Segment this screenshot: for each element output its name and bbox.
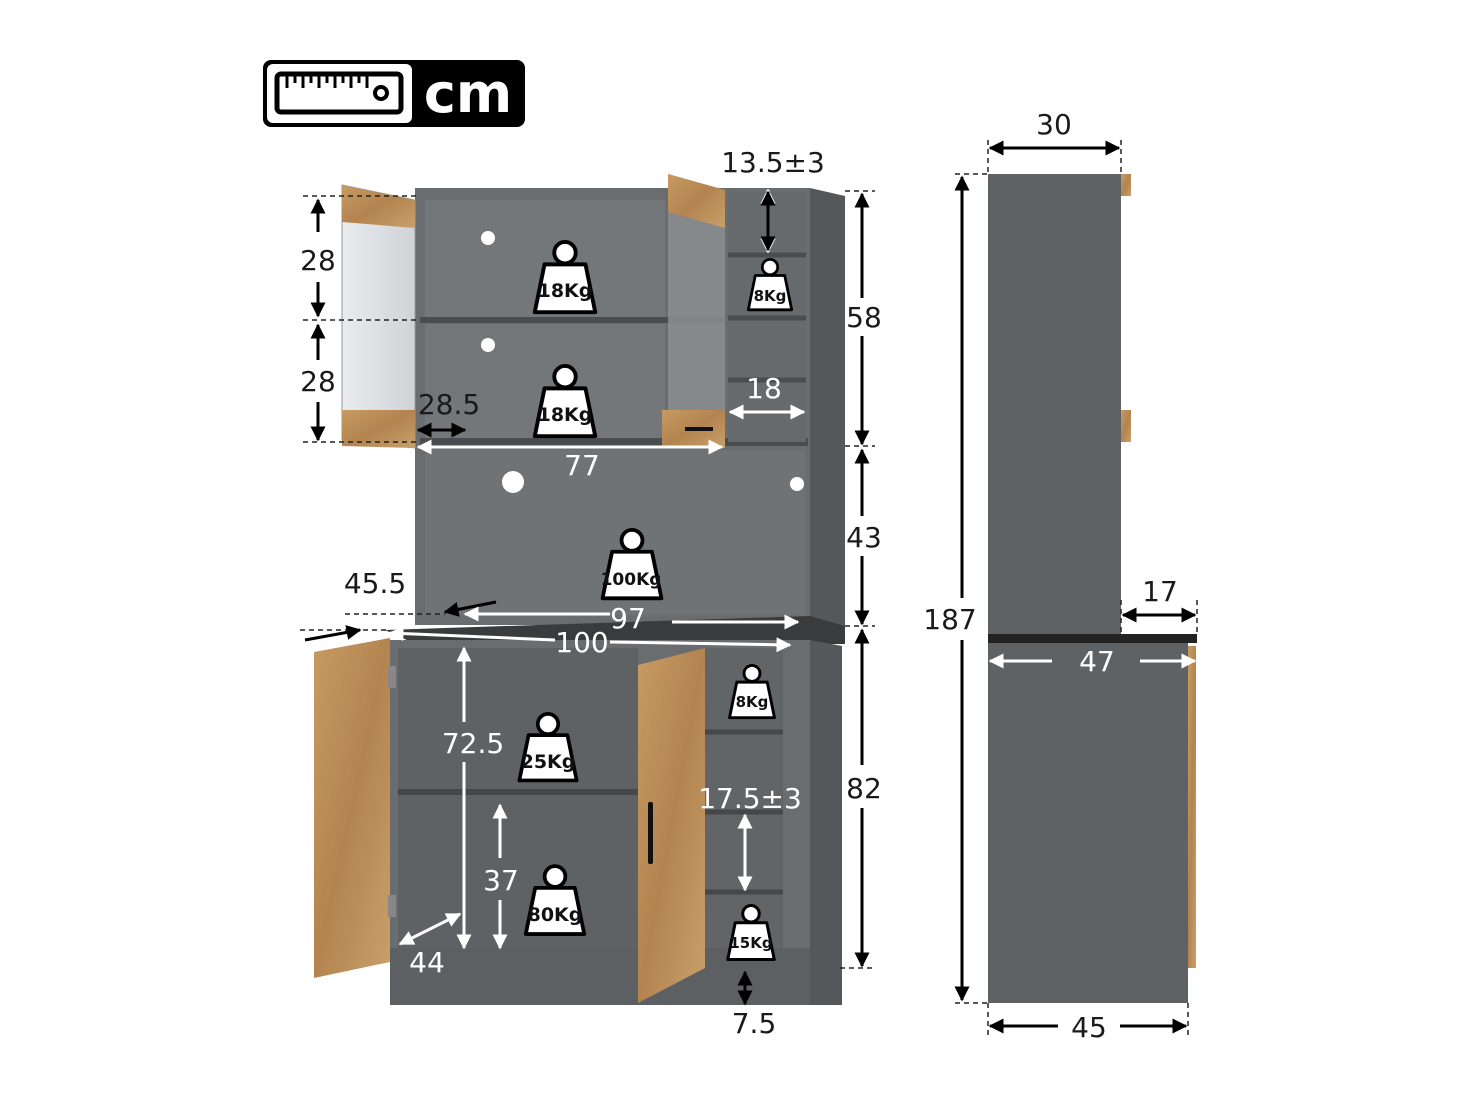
side-view: 30 187 17 47 45 <box>923 108 1198 1044</box>
weight-label-upper-shelf-2: 18Kg <box>538 404 593 426</box>
side-upper-body <box>988 174 1121 634</box>
weight-label-lower-cubby-bottom: 15Kg <box>729 934 772 952</box>
side-lower-body <box>988 643 1188 1003</box>
dim-lower-depth: 44 <box>409 946 445 979</box>
dim-base-height: 7.5 <box>732 1007 777 1040</box>
weight-label-upper-shelf-1: 18Kg <box>538 280 593 302</box>
weight-label-upper-cubby: 8Kg <box>754 287 787 305</box>
weight-label-lower-bottom: 80Kg <box>528 904 583 926</box>
weight-label-countertop: 100Kg <box>601 570 662 590</box>
dim-upper-depth: 30 <box>1036 108 1072 141</box>
lower-right-wood-door <box>638 648 705 1003</box>
weight-label-lower-cubby-top: 8Kg <box>736 693 769 711</box>
dim-counter-depth: 47 <box>1079 645 1115 678</box>
dim-counter-overhang: 17 <box>1142 575 1178 608</box>
unit-badge: cm <box>263 60 525 127</box>
dim-lower-section-height: 82 <box>846 772 882 805</box>
dim-total-width: 100 <box>555 626 608 659</box>
front-dimension-arrows <box>304 188 870 1006</box>
dim-total-height: 187 <box>923 603 976 636</box>
weight-label-lower-shelf: 25Kg <box>521 751 576 773</box>
unit-label: cm <box>424 62 512 125</box>
weight-badges: 18Kg 18Kg 8Kg 100Kg 8Kg 25Kg 80Kg 15Kg <box>517 240 794 962</box>
dim-door-gap: 28.5 <box>418 388 480 421</box>
front-dimension-labels: 13.5±3 28 28 28.5 18 58 77 43 45.5 97 10… <box>300 146 882 1040</box>
dim-counter-inner-width: 97 <box>610 602 646 635</box>
dim-hutch-height: 43 <box>846 521 882 554</box>
dim-base-depth: 45 <box>1071 1011 1107 1044</box>
upper-left-glass-door <box>341 184 416 449</box>
dim-side-offset: 45.5 <box>344 567 406 600</box>
lower-left-wood-door <box>314 638 396 978</box>
dim-upper-shelf-2: 28 <box>300 365 336 398</box>
dim-upper-inner-width: 77 <box>564 449 600 482</box>
dim-side-cubby-width: 18 <box>746 372 782 405</box>
reference-lines <box>300 190 875 969</box>
dim-lower-shelf-height: 37 <box>483 864 519 897</box>
upper-right-glass-door <box>662 174 725 448</box>
door-handle <box>648 802 653 864</box>
dim-upper-shelf-1: 28 <box>300 244 336 277</box>
dim-upper-section-height: 58 <box>846 301 882 334</box>
dim-lower-cabinet-height: 72.5 <box>442 727 504 760</box>
ruler-icon <box>274 71 404 115</box>
dim-lower-cubby-height: 17.5±3 <box>698 782 802 815</box>
side-countertop <box>988 634 1197 643</box>
dim-top-depth: 13.5±3 <box>721 146 825 179</box>
